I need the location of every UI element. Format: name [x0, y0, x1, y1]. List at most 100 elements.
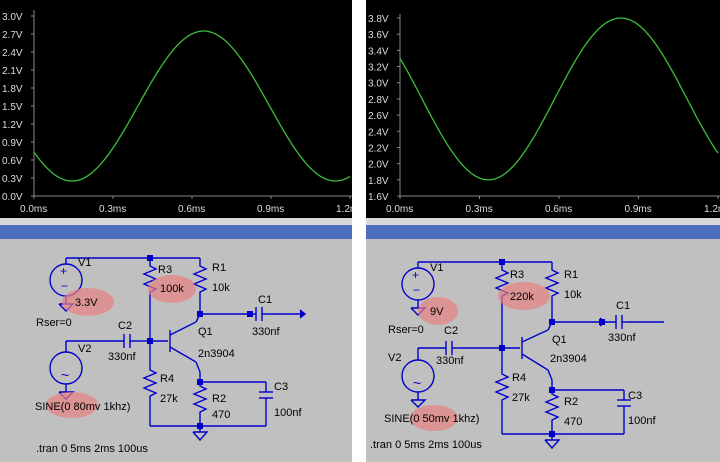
q1-label: Q1	[552, 334, 567, 346]
y-tick-label: 2.0V	[368, 160, 389, 171]
resistor-r2	[192, 382, 208, 420]
c2-label: C2	[118, 320, 132, 332]
title-bar[interactable]	[366, 225, 720, 239]
c2-value: 330nf	[108, 351, 136, 363]
y-tick-label: 3.6V	[368, 30, 389, 41]
panel-gap	[352, 0, 366, 462]
v2-label: V2	[78, 343, 91, 355]
capacitors	[123, 307, 273, 404]
c3-label: C3	[274, 381, 288, 393]
r4-label: R4	[160, 373, 174, 385]
waveform-plot-background[interactable]	[366, 0, 720, 218]
y-tick-label: 2.6V	[368, 111, 389, 122]
voltage-sources	[401, 267, 435, 400]
y-tick-label: 0.3V	[2, 174, 23, 185]
r2-label: R2	[212, 393, 226, 405]
q1-model: 2n3904	[550, 353, 587, 365]
capacitors	[445, 315, 631, 412]
waveform-axes	[399, 14, 720, 197]
waveform-trace	[33, 30, 351, 182]
y-tick-label: 0.6V	[2, 156, 23, 167]
v1-label: V1	[78, 257, 91, 269]
x-tick-label: 0.6ms	[178, 204, 205, 215]
y-tick-label: 3.4V	[368, 46, 389, 57]
r3-label: R3	[158, 264, 172, 276]
resistor-r1	[544, 266, 560, 300]
v2-sine-glyph: ~	[413, 375, 421, 391]
highlight-v2-value	[46, 392, 98, 418]
c3-value: 100nf	[628, 415, 656, 427]
y-tick-label: 2.7V	[2, 30, 23, 41]
resistor-r4	[494, 370, 510, 404]
v2-value: SINE(0 50mv 1khz)	[384, 413, 479, 425]
y-tick-labels: 3.0V2.7V2.4V2.1V1.8V1.5V1.2V0.9V0.6V0.3V…	[2, 12, 34, 203]
v1-minus-sign: −	[413, 283, 420, 297]
y-tick-label: 1.5V	[2, 102, 23, 113]
r4-value: 27k	[512, 392, 530, 404]
c3-label: C3	[628, 390, 642, 402]
rser-label: Rser=0	[36, 317, 72, 329]
y-tick-labels: 3.8V3.6V3.4V3.2V3.0V2.8V2.6V2.4V2.2V2.0V…	[368, 14, 400, 203]
schematic-canvas[interactable]	[366, 239, 720, 462]
v1-value: 3.3V	[75, 297, 98, 309]
highlight-marks	[410, 282, 550, 431]
r1-value: 10k	[212, 282, 230, 294]
highlight-r3-value	[148, 275, 196, 303]
rser-label: Rser=0	[388, 324, 424, 336]
x-tick-label: 0.3ms	[99, 204, 126, 215]
x-tick-label: 0.3ms	[466, 204, 493, 215]
divider-bar	[366, 218, 720, 225]
resistor-r2	[544, 390, 560, 428]
r2-value: 470	[564, 416, 582, 428]
v1-minus-sign: −	[61, 279, 68, 293]
highlight-marks	[46, 275, 196, 418]
waveform-axes	[33, 10, 352, 197]
v1-plus-sign: +	[60, 264, 67, 278]
c1-value: 330nf	[252, 326, 280, 338]
c2-label: C2	[444, 325, 458, 337]
v1-label: V1	[430, 262, 443, 274]
r3-value: 100k	[160, 283, 184, 295]
transistor-q1-symbol	[521, 321, 553, 381]
y-tick-label: 2.8V	[368, 95, 389, 106]
y-tick-label: 1.8V	[368, 176, 389, 187]
c1-label: C1	[258, 294, 272, 306]
y-tick-label: 2.2V	[368, 143, 389, 154]
r3-label: R3	[510, 269, 524, 281]
y-tick-label: 3.2V	[368, 63, 389, 74]
y-tick-label: 3.0V	[2, 12, 23, 23]
x-tick-label: 0.0ms	[20, 204, 47, 215]
y-tick-label: 2.4V	[2, 48, 23, 59]
x-tick-label: 0.6ms	[545, 204, 572, 215]
r4-value: 27k	[160, 393, 178, 405]
junction-dots	[147, 255, 253, 429]
c1-label: C1	[616, 300, 630, 312]
title-bar[interactable]	[0, 225, 352, 239]
highlight-v1-value	[418, 297, 458, 325]
c2-value: 330nf	[436, 355, 464, 367]
c3-value: 100nf	[274, 407, 302, 419]
left-svg: 3.0V2.7V2.4V2.1V1.8V1.5V1.2V0.9V0.6V0.3V…	[0, 0, 352, 462]
r1-label: R1	[212, 262, 226, 274]
output-arrow-icon	[299, 309, 307, 319]
y-tick-label: 1.2V	[2, 120, 23, 131]
r1-value: 10k	[564, 289, 582, 301]
y-tick-label: 1.6V	[368, 192, 389, 203]
schematic-wires	[417, 261, 664, 440]
tran-directive: .tran 0 5ms 2ms 100us	[36, 443, 148, 455]
right-svg: 3.8V3.6V3.4V3.2V3.0V2.8V2.6V2.4V2.2V2.0V…	[366, 0, 720, 462]
y-tick-label: 2.1V	[2, 66, 23, 77]
divider-bar	[0, 218, 352, 225]
highlight-v2-value	[410, 405, 458, 431]
y-tick-label: 2.4V	[368, 127, 389, 138]
resistor-r1	[192, 262, 208, 296]
highlight-r3-value	[498, 282, 550, 310]
x-tick-label: 1.2m	[336, 204, 352, 215]
waveform-plot-background[interactable]	[0, 0, 352, 218]
schematic-labels: V1 3.3V Rser=0 V2 SINE(0 80mv 1khz) R3 1…	[35, 257, 302, 455]
y-tick-label: 0.9V	[2, 138, 23, 149]
